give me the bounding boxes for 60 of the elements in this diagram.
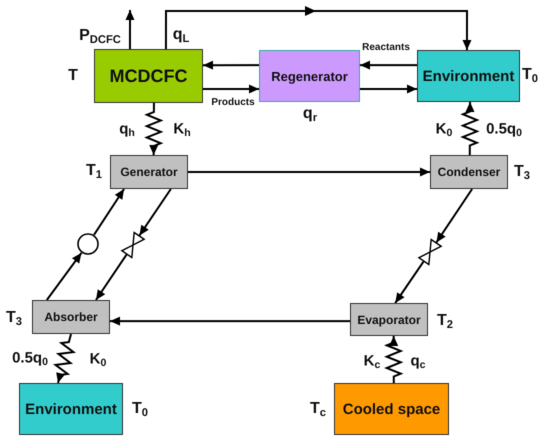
arrow (144, 103, 164, 155)
absorber-box (32, 300, 110, 334)
arrow (436, 188, 473, 243)
conductance-label: K$_{0}$ (90, 351, 106, 369)
edge-label: q$_{L}$ (172, 27, 190, 45)
conductance-label: K$_{0}$ (436, 121, 452, 139)
box-label: Absorber (44, 310, 98, 324)
temperature-label: T$_{0}$ (522, 67, 538, 85)
valve-symbol (121, 233, 145, 257)
temperature-label: T$_{2}$ (437, 313, 453, 331)
arrow (126, 10, 134, 49)
edge-label: 0.5q$_{0}$ (486, 121, 522, 139)
box-label: Generator (120, 165, 178, 179)
box-label: Cooled space (342, 400, 440, 418)
arrow (384, 336, 404, 383)
environment-box (417, 50, 520, 102)
arrow (93, 188, 125, 236)
fuel-cell-box (94, 49, 203, 103)
arrow (360, 60, 417, 70)
temperature-label: T$_{3}$ (514, 164, 530, 182)
conductance-label: K$_{c}$ (364, 353, 380, 371)
arrow (52, 334, 76, 384)
box-label: Regenerator (271, 68, 348, 84)
arrow (360, 84, 417, 94)
box-label: Condenser (438, 165, 500, 179)
condenser-box (430, 155, 508, 189)
evaporator-box (350, 303, 428, 336)
temperature-label: T$_{c}$ (310, 401, 326, 419)
pump-circle (77, 233, 99, 255)
arrow (95, 254, 128, 301)
valve-symbol (418, 240, 442, 264)
temperature-label: T$_{3}$ (6, 310, 22, 328)
arrow (164, 6, 472, 50)
box-label: Environment (422, 68, 514, 84)
arrow (46, 252, 82, 301)
temperature-label: q$_{r}$ (302, 106, 318, 124)
generator-box (110, 155, 188, 189)
arrow (138, 188, 172, 236)
regenerator-box (259, 50, 360, 102)
conductance-label: K$_{h}$ (173, 121, 191, 139)
box-label: Environment (25, 400, 117, 418)
arrow (203, 84, 259, 94)
arrow (188, 168, 430, 176)
box-label: MCDCFC (110, 66, 188, 86)
arrow (203, 60, 259, 70)
edge-label: Products (211, 98, 255, 108)
edge-label: Reactants (362, 43, 410, 53)
edge-label: P$_{DCFC}$ (79, 28, 121, 46)
temperature-label: T$_{1}$ (86, 163, 102, 181)
environment-box (19, 383, 123, 435)
temperature-label: T$_{0}$ (132, 401, 148, 419)
edge-label: 0.5q$_{0}$ (12, 350, 48, 368)
edge-label: q$_{h}$ (119, 121, 135, 139)
temperature-label: T (68, 68, 78, 84)
arrow (110, 316, 350, 326)
arrow (460, 102, 480, 155)
box-label: Evaporator (357, 312, 421, 326)
cooled-space-box (334, 383, 449, 435)
arrow (394, 260, 424, 304)
edge-label: q$_{c}$ (410, 353, 426, 371)
